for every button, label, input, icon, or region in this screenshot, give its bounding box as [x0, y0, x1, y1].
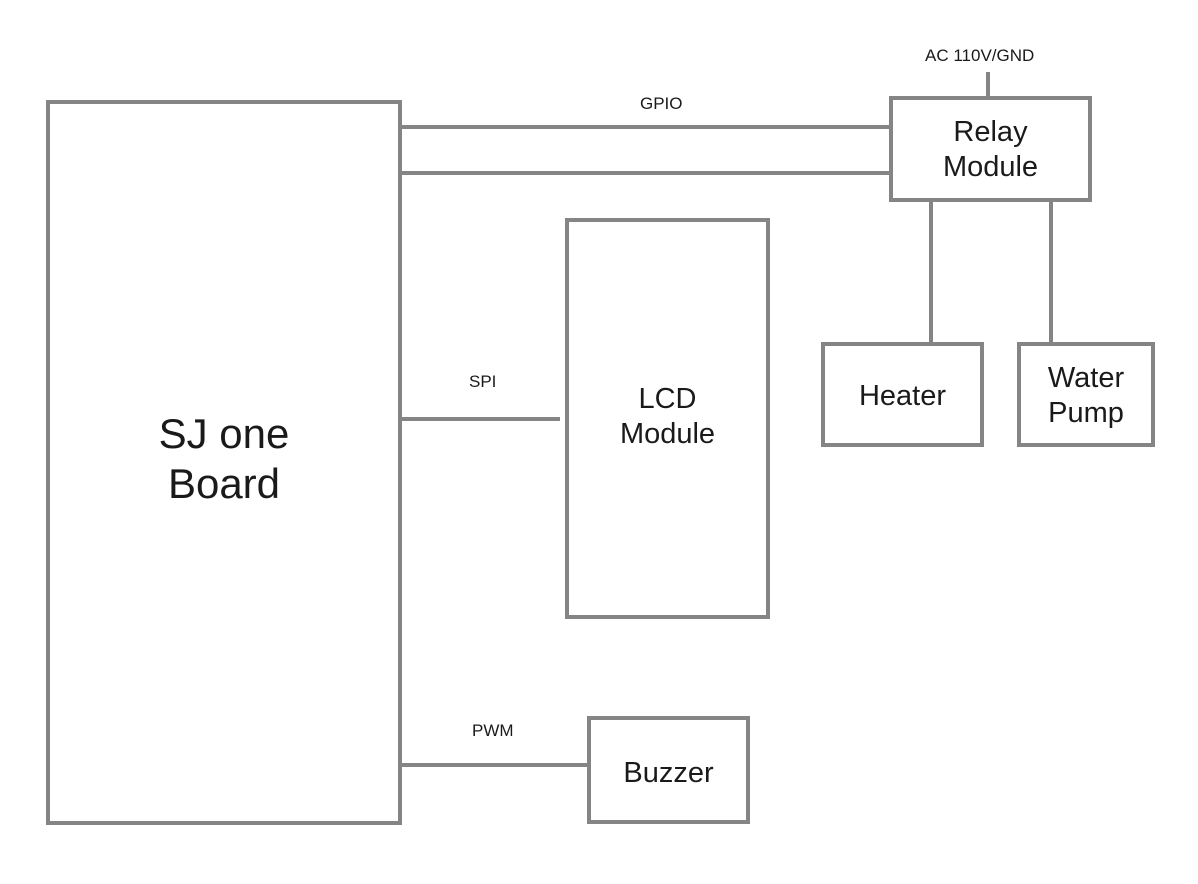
lcd-module-label: LCD Module — [619, 383, 716, 450]
water-pump-label: Water Pump — [1047, 362, 1125, 429]
buzzer-block: Buzzer — [587, 716, 750, 824]
lcd-module-block: LCD Module — [565, 218, 770, 619]
spi-line — [398, 417, 560, 421]
pwm-label: PWM — [472, 721, 514, 740]
relay-pump-line — [1049, 198, 1053, 346]
relay-module-label: Relay Module — [942, 116, 1039, 183]
sjone-board-block: SJ one Board — [46, 100, 402, 825]
gpio-line-top — [398, 125, 892, 129]
gpio-label: GPIO — [640, 94, 683, 113]
sjone-board-label: SJ one Board — [158, 410, 290, 508]
ac-power-line — [986, 72, 990, 100]
heater-block: Heater — [821, 342, 984, 447]
buzzer-label: Buzzer — [623, 757, 714, 789]
pwm-line — [398, 763, 592, 767]
spi-label: SPI — [469, 372, 497, 391]
ac-power-label: AC 110V/GND — [925, 46, 1035, 65]
gpio-line-bottom — [398, 171, 892, 175]
relay-heater-line — [929, 198, 933, 346]
heater-label: Heater — [858, 380, 947, 412]
water-pump-block: Water Pump — [1017, 342, 1155, 447]
relay-module-block: Relay Module — [889, 96, 1092, 202]
